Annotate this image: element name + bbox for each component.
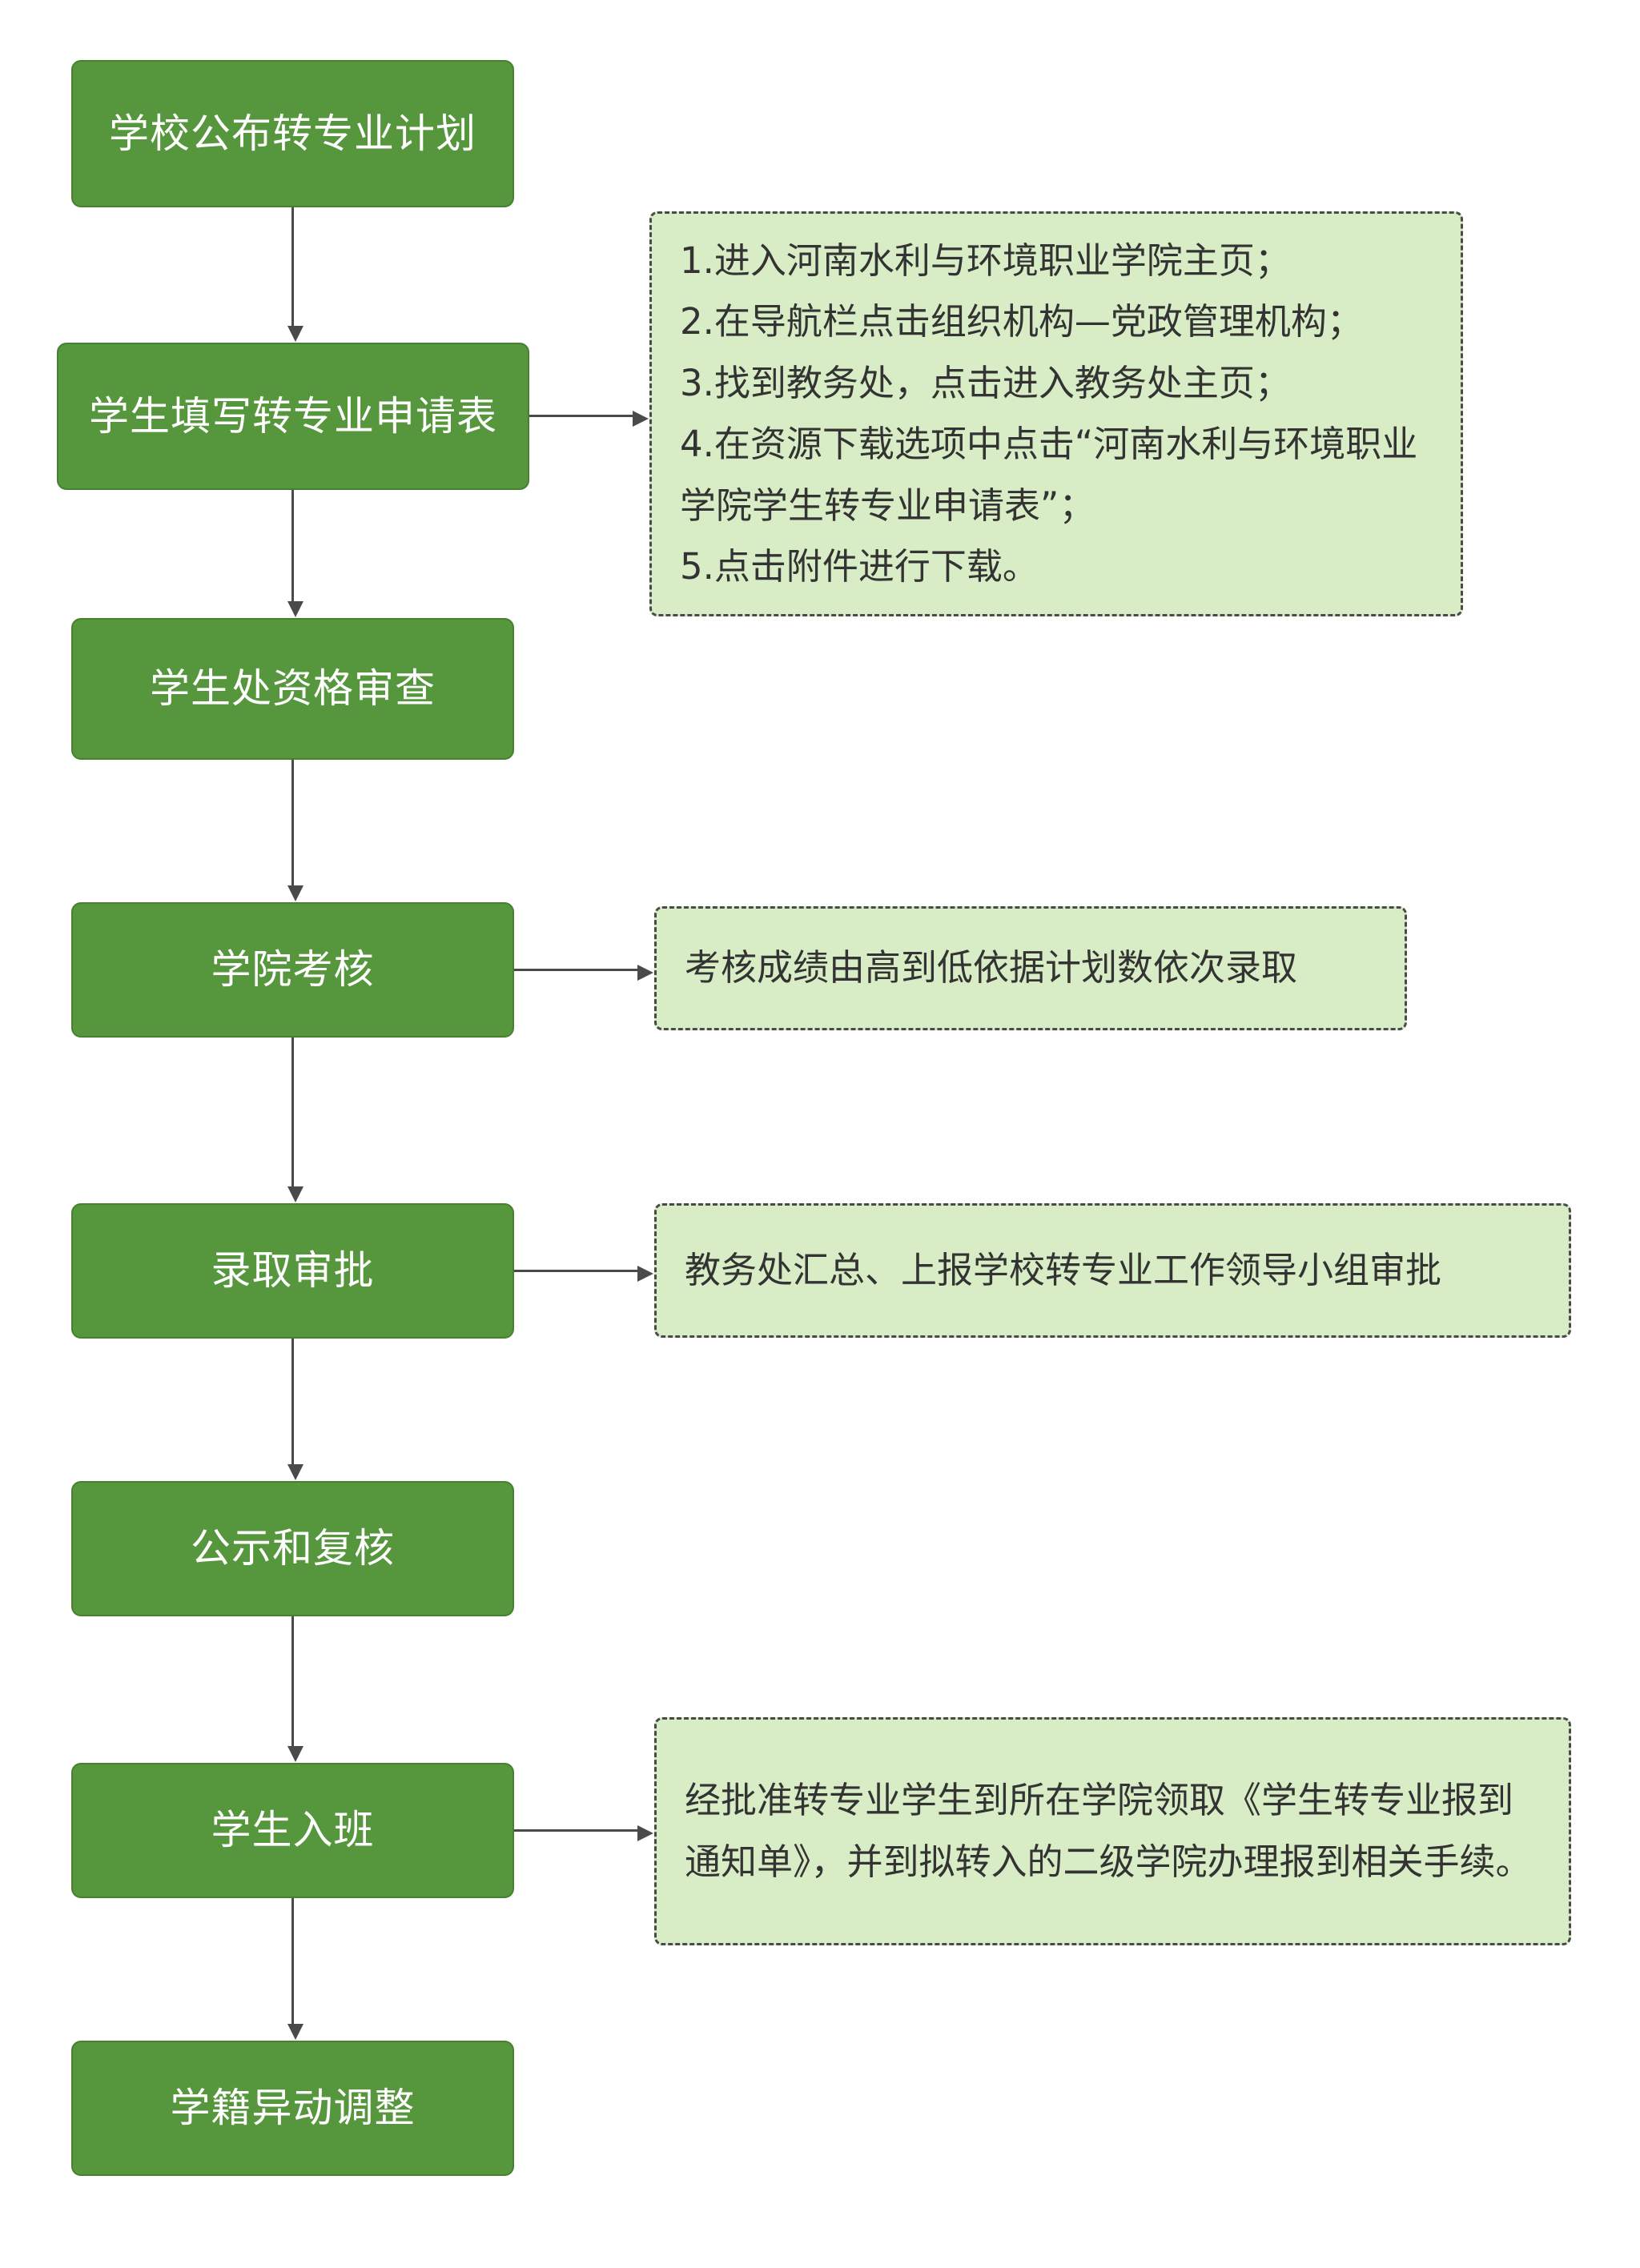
note-text: 考核成绩由高到低依据计划数依次录取: [685, 946, 1298, 989]
arrow-down-icon: [287, 207, 303, 342]
arrowhead-icon: [287, 1464, 303, 1480]
arrowhead-icon: [287, 2024, 303, 2040]
step-status-change-adjustment: 学籍异动调整: [71, 2041, 514, 2176]
step-student-join-class: 学生入班: [71, 1763, 514, 1898]
note-approval-process: 教务处汇总、上报学校转专业工作领导小组审批: [654, 1203, 1571, 1338]
arrow-down-icon: [287, 760, 303, 901]
arrow-down-icon: [287, 490, 303, 617]
step-publicity-and-recheck: 公示和复核: [71, 1481, 514, 1616]
arrow-down-icon: [287, 1898, 303, 2040]
note-text: 教务处汇总、上报学校转专业工作领导小组审批: [685, 1248, 1442, 1291]
arrowhead-icon: [287, 1746, 303, 1762]
step-announce-transfer-plan: 学校公布转专业计划: [71, 60, 514, 207]
arrow-right-icon: [514, 1265, 653, 1282]
arrow-down-icon: [287, 1038, 303, 1202]
step-college-assessment: 学院考核: [71, 902, 514, 1038]
step-qualification-review: 学生处资格审查: [71, 618, 514, 760]
step-fill-application-form: 学生填写转专业申请表: [57, 343, 529, 490]
note-enrollment-procedure: 经批准转专业学生到所在学院领取《学生转专业报到通知单》，并到拟转入的二级学院办理…: [654, 1717, 1571, 1945]
arrow-down-icon: [287, 1616, 303, 1762]
arrowhead-icon: [633, 410, 649, 427]
note-text: 经批准转专业学生到所在学院领取《学生转专业报到通知单》，并到拟转入的二级学院办理…: [685, 1779, 1532, 1883]
note-application-download-instructions: 1.进入河南水利与环境职业学院主页； 2.在导航栏点击组织机构—党政管理机构； …: [649, 211, 1463, 616]
arrowhead-icon: [287, 326, 303, 342]
arrowhead-icon: [637, 1824, 653, 1841]
arrowhead-icon: [637, 964, 653, 981]
arrow-right-icon: [529, 410, 649, 427]
arrow-right-icon: [514, 964, 653, 981]
arrowhead-icon: [287, 1186, 303, 1202]
note-assessment-ranking-rule: 考核成绩由高到低依据计划数依次录取: [654, 906, 1407, 1030]
step-admission-approval: 录取审批: [71, 1203, 514, 1339]
arrowhead-icon: [637, 1265, 653, 1282]
arrowhead-icon: [287, 601, 303, 617]
arrow-down-icon: [287, 1339, 303, 1480]
note-text: 1.进入河南水利与环境职业学院主页； 2.在导航栏点击组织机构—党政管理机构； …: [680, 239, 1418, 588]
arrow-right-icon: [514, 1824, 653, 1841]
arrowhead-icon: [287, 885, 303, 901]
